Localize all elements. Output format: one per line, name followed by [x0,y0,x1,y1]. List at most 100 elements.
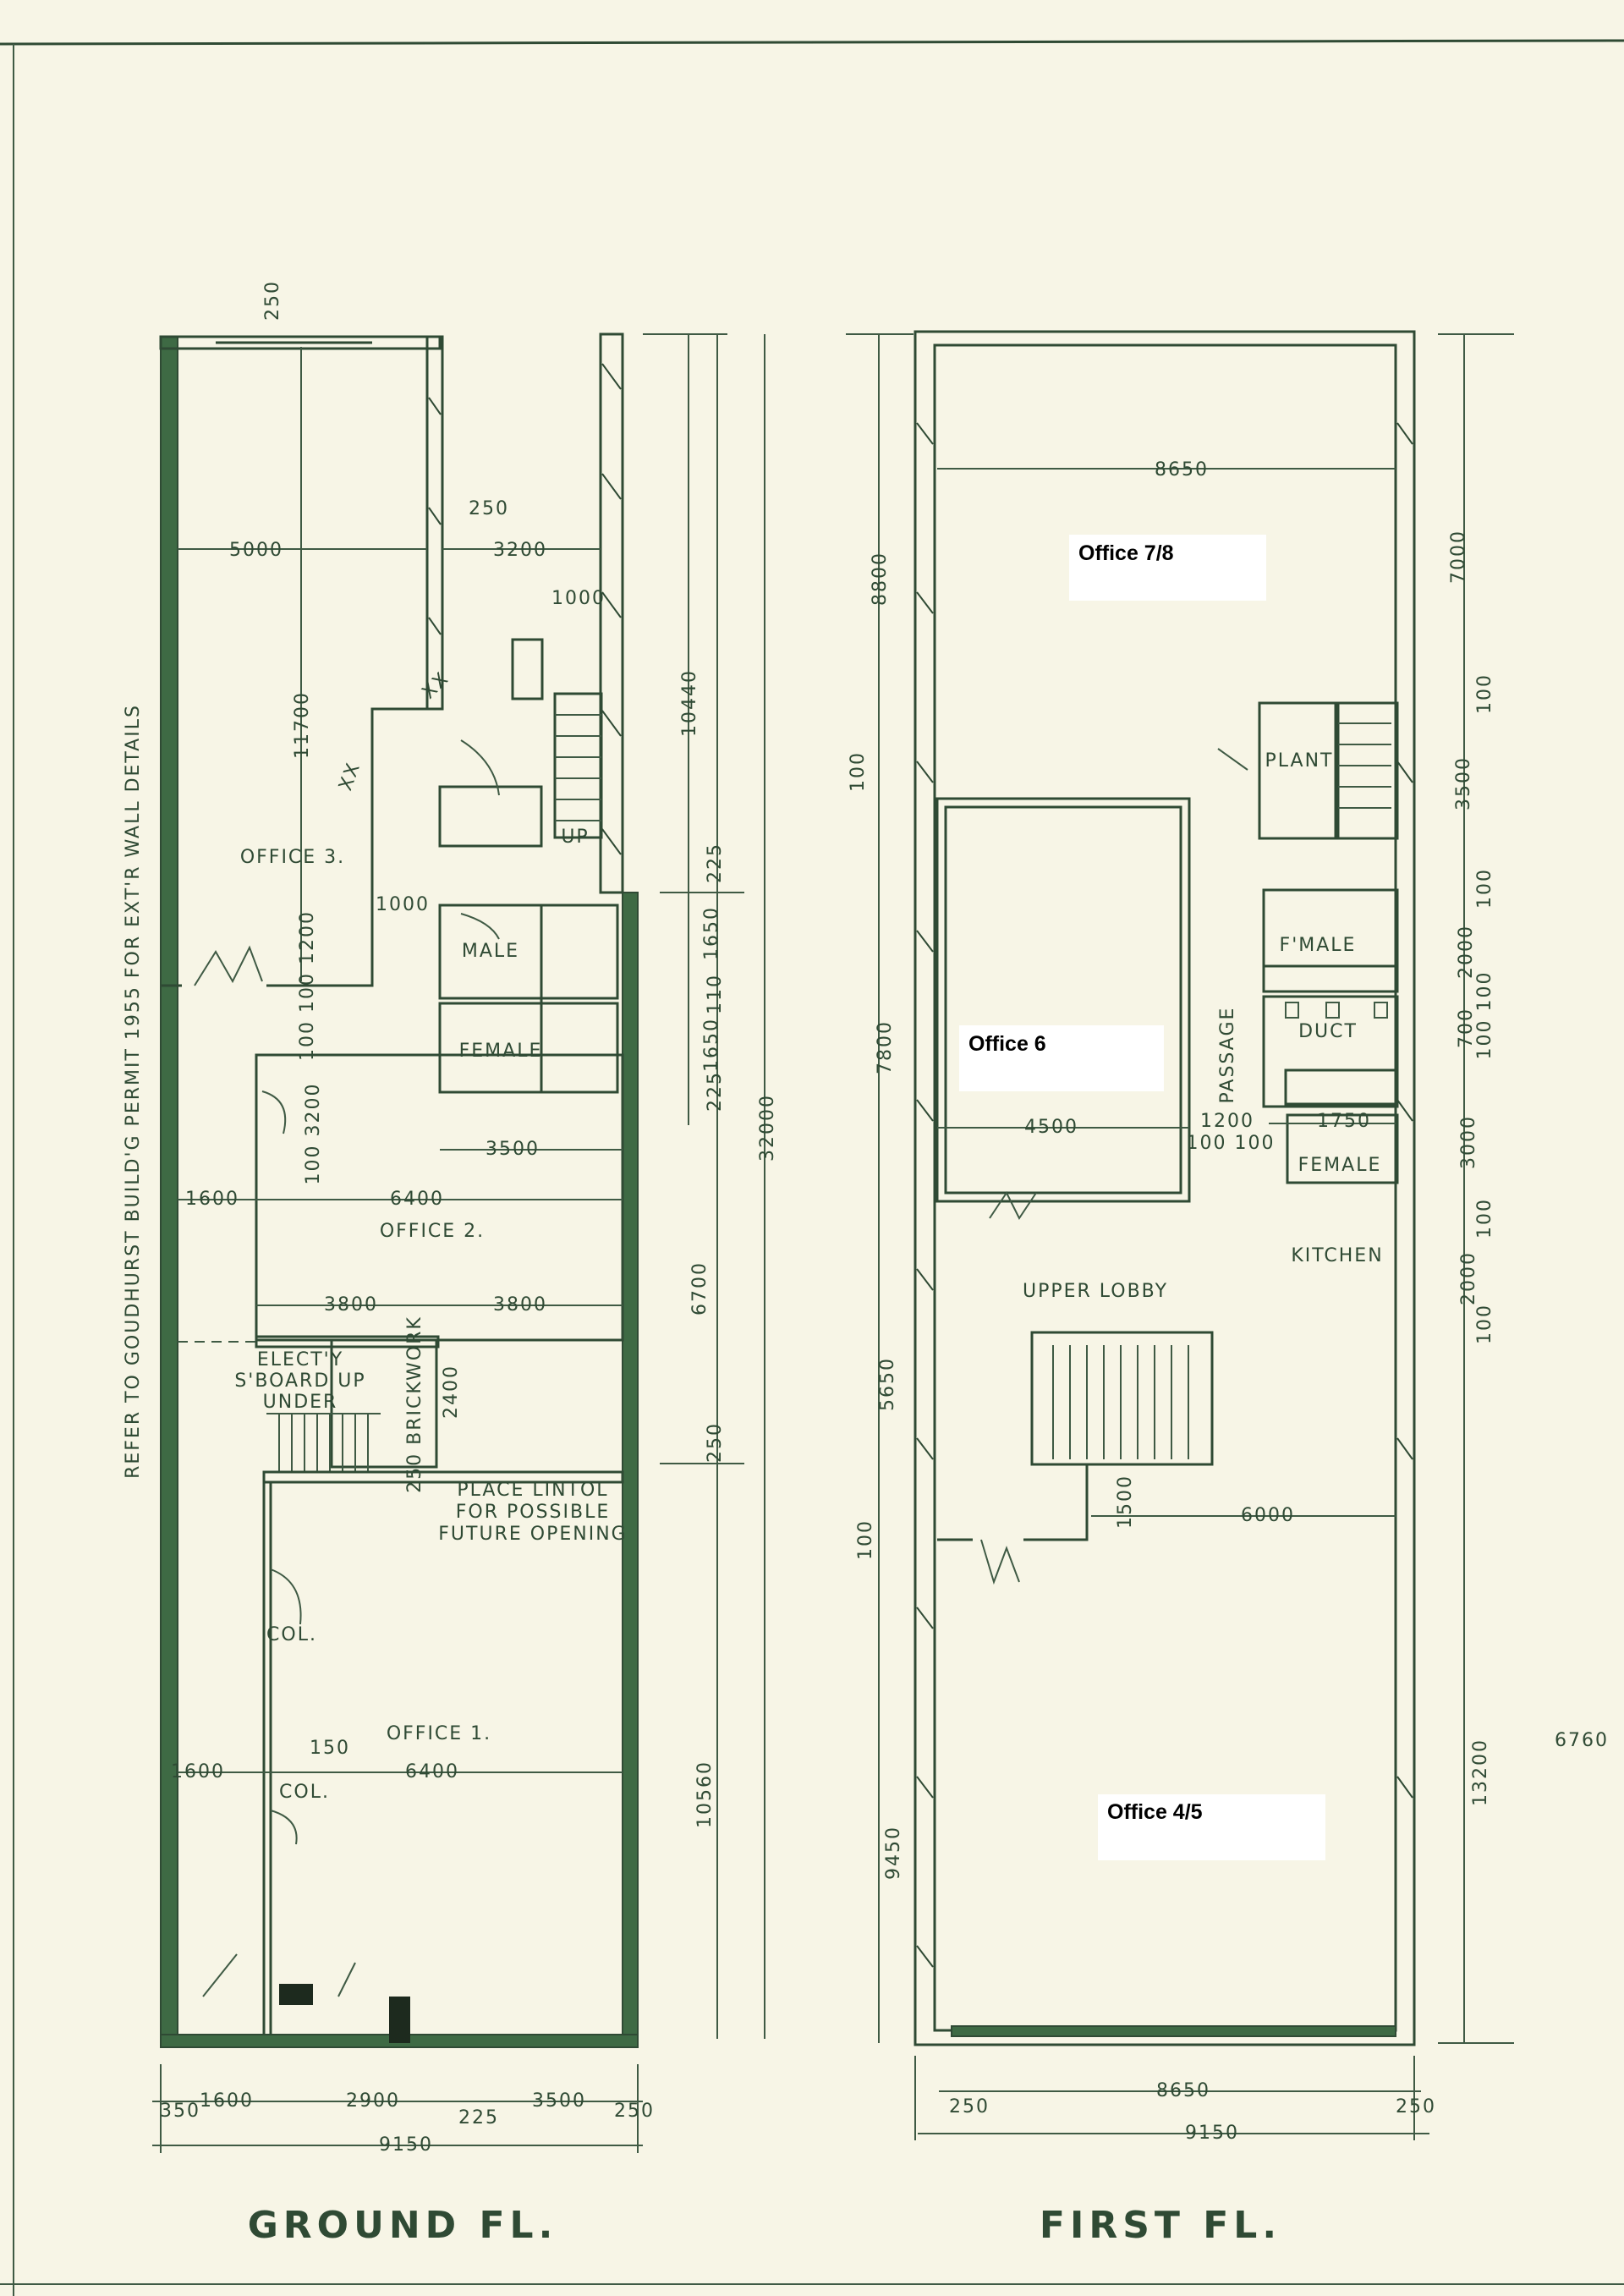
dimension-label: 9150 [379,2134,433,2156]
dimension-label: UNDER [263,1392,338,1413]
dimension-label: 2900 [346,2090,400,2112]
dimension-label: 3000 [1458,1115,1479,1169]
female-wc-first [1262,995,1399,1108]
dimension-label: 13200 [1470,1738,1491,1806]
room-tag-office-6-box [959,1025,1164,1091]
dimension-label: F'MALE [1280,935,1357,956]
dimension-label: OFFICE 3. [240,847,345,868]
plant-room [1258,701,1337,840]
dimension-label: 150 [310,1738,350,1759]
dimension-label: 700 [1456,1008,1477,1048]
dimension-label: 225 [458,2107,499,2128]
dimension-label: 6700 [689,1261,710,1316]
dimension-label: 7800 [875,1020,896,1074]
dimension-label: 1600 [185,1189,239,1210]
dimension-label: MALE [462,941,519,962]
lobby-room [438,785,543,848]
dimension-label: 100 [1474,868,1495,909]
room-tag-office-7-8-box [1069,535,1266,601]
dimension-label: 250 [705,1422,726,1463]
dimension-label: 100 [1474,1198,1495,1239]
dimension-label: FEMALE [459,1041,543,1062]
dimension-label: 1600 [171,1761,225,1782]
dimension-label: 5000 [229,540,283,561]
dimension-label: S'BOARD UP [234,1370,365,1392]
first-dimension-lines [846,333,1514,2140]
dimension-label: DUCT [1298,1021,1358,1042]
dimension-label: 1000 [551,588,606,609]
dimension-label: 8800 [870,552,891,606]
dimension-label: 250 BRICKWORK [404,1316,425,1493]
ground-left-wall [160,336,178,2048]
ground-stairs-front [266,1413,381,1472]
dimension-label: OFFICE 1. [387,1723,491,1744]
dimension-label: 100 100 [1187,1133,1276,1154]
dimension-label: KITCHEN [1291,1245,1383,1266]
first-floor-service-core [1217,701,1399,1184]
dimension-label: FEMALE [1298,1155,1382,1176]
dimension-label: 8650 [1155,459,1209,481]
dimension-label: 8650 [1156,2080,1210,2101]
dimension-label: 100 [848,751,869,792]
ground-dimension-lines [152,333,765,2153]
dimension-label: 2000 [1458,1251,1479,1305]
ground-right-wall [622,892,639,2048]
dimension-label: 1750 [1317,1111,1371,1132]
dimension-label: 100 3200 [303,1083,324,1185]
dimension-label: 100 100 [1474,971,1495,1060]
dimension-label: 6400 [390,1189,444,1210]
dimension-label: 9150 [1185,2123,1239,2144]
dimension-label: 3800 [493,1294,547,1316]
dimension-label: 250 [949,2096,990,2117]
room-tag-office-7-8: Office 7/8 [1078,541,1174,565]
duct [1262,964,1399,993]
permit-note: REFER TO GOUDHURST BUILD'G PERMIT 1955 F… [123,704,144,1479]
room-tag-office-4-5-box [1098,1794,1325,1860]
dimension-label: 100 [1474,1304,1495,1344]
dimension-label: 5650 [877,1357,898,1411]
dimension-label: 100 [855,1519,876,1560]
dimension-label: PASSAGE [1217,1007,1238,1104]
dimension-label: 3800 [324,1294,378,1316]
dimension-label: 100 100 1200 [297,910,318,1061]
dimension-label: 6760 [1555,1730,1609,1751]
dimension-label: 250 [614,2101,655,2122]
dimension-label: 225 [705,1071,726,1112]
dimension-label: 10560 [694,1760,716,1828]
dimension-label: FOR POSSIBLE [456,1502,611,1523]
female-wc [438,1002,619,1094]
ground-stairs-rear [511,638,603,839]
dimension-label: 3200 [493,540,547,561]
dimension-label: ELECT'Y [257,1349,343,1370]
dimension-label: OFFICE 2. [380,1221,485,1242]
sheet-border [0,39,1624,2296]
room-tag-office-6: Office 6 [968,1032,1046,1056]
dimension-label: 3500 [1453,756,1474,810]
dimension-label: 2400 [441,1365,462,1419]
dimension-label: 6400 [405,1761,459,1782]
first-stairs-rear [1336,701,1399,840]
first-floor-title: FIRST FL. [1040,2204,1281,2247]
dimension-label: 1600 [200,2090,254,2112]
dimension-label: 250 [262,280,283,321]
ground-floor-plan [152,332,765,2153]
dimension-label: 7000 [1448,530,1469,584]
dimension-label: 2000 [1456,925,1477,979]
dimension-label: 1500 [1115,1475,1136,1529]
first-stairs-front [937,1331,1214,1585]
dimension-label: 1200 [1200,1111,1254,1132]
dimension-label: FUTURE OPENING [438,1524,627,1545]
dimension-label: 225 [705,843,726,883]
room-tag-office-4-5: Office 4/5 [1107,1800,1203,1824]
dimension-label: 11700 [292,691,313,759]
dimension-label: 250 [1396,2096,1436,2117]
dimension-label: UP [561,827,589,848]
dimension-label: 32000 [757,1094,778,1162]
dimension-label: 100 [1474,673,1495,714]
dimension-label: 6000 [1241,1505,1295,1526]
male-wc [438,904,619,1000]
kitchen-partition [1284,1068,1399,1106]
dimension-label: 1000 [376,894,430,915]
